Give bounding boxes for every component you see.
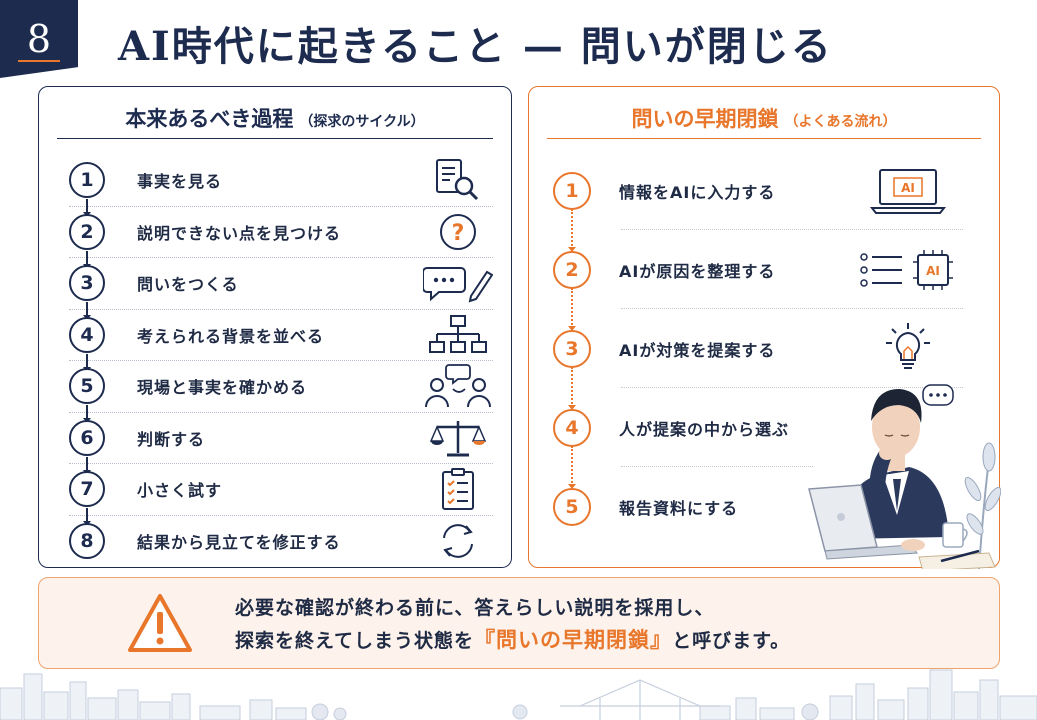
speech-pencil-icon <box>423 260 493 306</box>
people-talk-icon <box>423 363 493 409</box>
ideal-step: 8 結果から見立てを修正する <box>69 516 493 568</box>
ideal-process-subtitle: （探求のサイクル） <box>299 114 425 130</box>
question-icon: ? <box>423 209 493 255</box>
warning-triangle-icon <box>128 594 192 652</box>
step-number: 7 <box>69 471 105 508</box>
closure-step: 2 AIが原因を整理する AI <box>553 230 963 331</box>
step-arrow <box>83 250 91 269</box>
step-number: 6 <box>69 419 105 456</box>
step-divider <box>621 387 963 388</box>
document-search-icon <box>423 157 493 203</box>
step-arrow <box>83 405 91 423</box>
ideal-process-header: 本来あるべき過程 （探求のサイクル） <box>57 99 493 139</box>
warning-line-1: 必要な確認が終わる前に、答えらしい説明を採用し、 <box>235 597 715 619</box>
step-label: 小さく試す <box>137 481 223 501</box>
cycle-icon <box>423 518 493 564</box>
early-closure-subtitle: （よくある流れ） <box>784 114 897 130</box>
step-label: 判断する <box>137 429 206 449</box>
person-laptop-illustration <box>808 384 1001 569</box>
step-arrow <box>568 288 576 331</box>
ai-chip-label: AI <box>926 264 940 278</box>
step-number: 4 <box>69 316 105 353</box>
warning-highlight: 『問いの早期閉鎖』 <box>474 628 673 652</box>
step-number: 3 <box>69 265 105 302</box>
closure-step: 5 報告資料にする <box>553 467 963 546</box>
step-arrow <box>568 446 576 489</box>
ideal-process-steps: 1 事実を見る 2 説明できない点を見つける ? 3 問いをつくる 4 <box>69 155 493 567</box>
step-label: 説明できない点を見つける <box>137 223 342 243</box>
step-divider <box>621 466 813 467</box>
step-number: 1 <box>69 162 105 199</box>
step-number: 2 <box>553 250 591 289</box>
step-number: 2 <box>69 213 105 250</box>
step-label: 事実を見る <box>137 172 223 192</box>
svg-text:?: ? <box>452 221 465 246</box>
step-label: 報告資料にする <box>619 498 739 518</box>
step-arrow <box>83 456 91 475</box>
thought-bubble-icon <box>922 384 954 406</box>
step-number: 3 <box>553 329 591 368</box>
step-arrow <box>83 508 91 526</box>
step-label: 情報をAIに入力する <box>619 182 776 202</box>
warning-text: 必要な確認が終わる前に、答えらしい説明を採用し、 探索を終えてしまう状態を『問い… <box>235 592 975 657</box>
page-title: AI時代に起きること — 問いが閉じる <box>118 23 833 70</box>
step-number: 8 <box>69 523 105 560</box>
lightbulb-icon <box>853 319 963 379</box>
warning-box: 必要な確認が終わる前に、答えらしい説明を採用し、 探索を終えてしまう状態を『問い… <box>38 577 1000 669</box>
section-number-badge: 8 <box>0 0 78 78</box>
step-number: 1 <box>553 171 591 210</box>
step-label: 問いをつくる <box>137 275 239 295</box>
ideal-step: 7 小さく試す <box>69 464 493 526</box>
step-divider <box>621 229 963 230</box>
step-number: 4 <box>553 408 591 447</box>
step-label: AIが対策を提案する <box>619 340 776 360</box>
step-divider <box>621 308 963 309</box>
warning-line-2-post: と呼びます。 <box>672 630 791 652</box>
step-arrow <box>568 367 576 410</box>
scale-icon <box>423 415 493 461</box>
ai-monitor-icon: AI <box>853 161 963 221</box>
step-label: 結果から見立てを修正する <box>137 533 341 553</box>
closure-step: 4 人が提案の中から選ぶ <box>553 388 963 489</box>
ai-chip-icon: AI <box>853 240 963 300</box>
step-label: 人が提案の中から選ぶ <box>619 419 790 439</box>
step-label: 考えられる背景を並べる <box>137 326 325 346</box>
step-arrow <box>568 209 576 252</box>
ideal-process-panel: 本来あるべき過程 （探求のサイクル） 1 事実を見る 2 説明できない点を見つけ… <box>38 86 512 568</box>
warning-line-2-pre: 探索を終えてしまう状態を <box>235 630 475 652</box>
closure-step: 1 情報をAIに入力する AI <box>553 151 963 252</box>
step-arrow <box>83 199 91 217</box>
ideal-step: 5 現場と事実を確かめる <box>69 361 493 423</box>
early-closure-header: 問いの早期閉鎖 （よくある流れ） <box>547 99 981 139</box>
early-closure-title: 問いの早期閉鎖 <box>631 107 779 131</box>
ai-monitor-label: AI <box>901 181 915 195</box>
step-label: 現場と事実を確かめる <box>137 378 308 398</box>
ideal-step: 4 考えられる背景を並べる <box>69 310 493 372</box>
ideal-step: 1 事実を見る <box>69 155 493 217</box>
warning-line-2: 探索を終えてしまう状態を『問いの早期閉鎖』と呼びます。 <box>235 624 975 657</box>
early-closure-panel: 問いの早期閉鎖 （よくある流れ） 1 情報をAIに入力する AI 2 AIが原因… <box>528 86 1001 569</box>
section-number: 8 <box>26 17 52 61</box>
closure-step: 3 AIが対策を提案する <box>553 309 963 410</box>
early-closure-steps: 1 情報をAIに入力する AI 2 AIが原因を整理する AI 3 AIが対策を… <box>553 151 963 546</box>
step-arrow <box>83 302 91 320</box>
ideal-step: 6 判断する <box>69 413 493 475</box>
ideal-process-title: 本来あるべき過程 <box>125 107 294 131</box>
step-label: AIが原因を整理する <box>619 261 776 281</box>
city-skyline-illustration <box>0 669 1037 720</box>
step-arrow <box>83 353 91 372</box>
step-number: 5 <box>553 487 591 526</box>
checklist-icon <box>423 466 493 512</box>
badge-underline <box>18 60 60 62</box>
ideal-step: 3 問いをつくる <box>69 258 493 320</box>
hierarchy-icon <box>423 312 493 358</box>
ideal-step: 2 説明できない点を見つける ? <box>69 207 493 269</box>
plant-icon <box>964 442 1001 569</box>
step-number: 5 <box>69 368 105 405</box>
